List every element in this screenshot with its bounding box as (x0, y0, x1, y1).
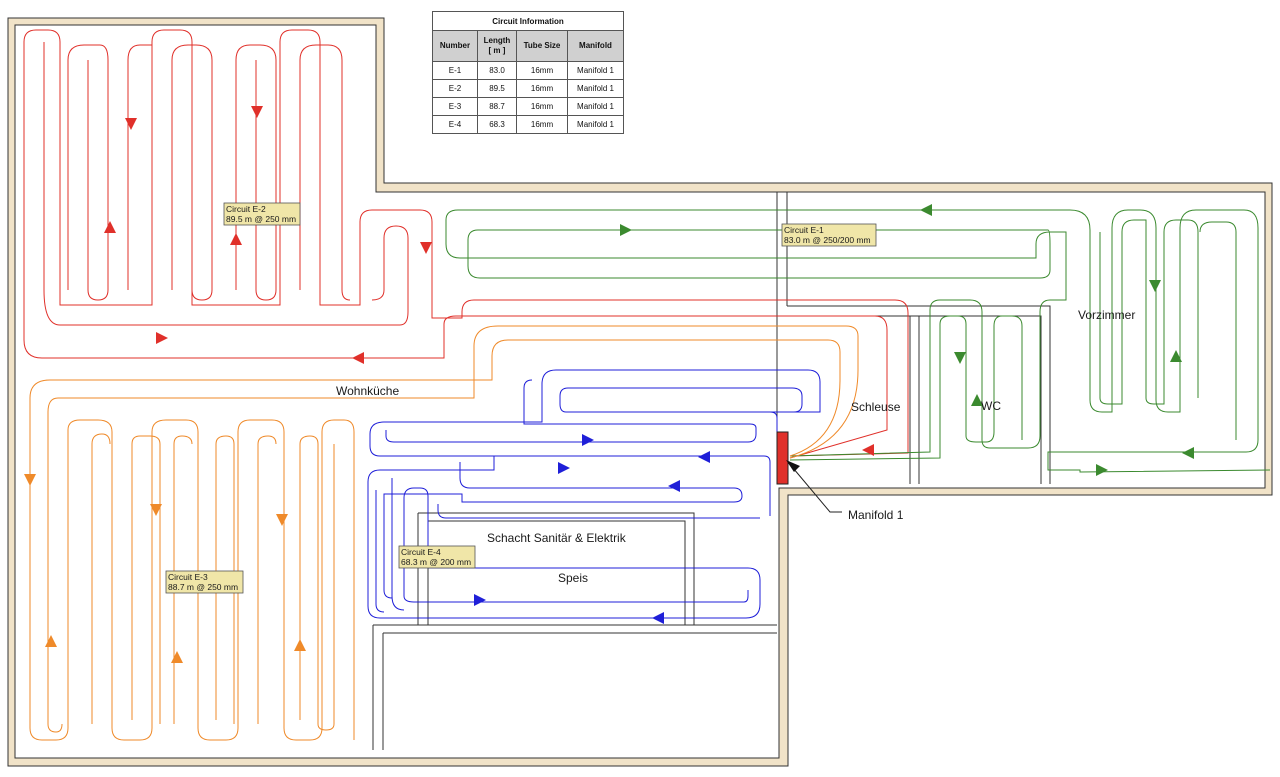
column-header-number: Number (432, 30, 478, 62)
manifold-leader-arrow (786, 460, 800, 472)
circuit-tag-e2: Circuit E-2 89.5 m @ 250 mm (223, 202, 301, 226)
room-label-wc: WC (981, 399, 1001, 413)
arrow-red (125, 118, 137, 130)
table-cell: 16mm (516, 97, 568, 116)
table-title-row: Circuit Information (432, 11, 624, 31)
arrow-green (1149, 280, 1161, 292)
table-cell: E-1 (432, 61, 478, 80)
table-cell: E-4 (432, 115, 478, 134)
arrow-orange (150, 504, 162, 516)
table-cell: 68.3 (477, 115, 517, 134)
svg-text:88.7 m @ 250 mm: 88.7 m @ 250 mm (168, 582, 238, 592)
circuit-tag-e4: Circuit E-4 68.3 m @ 200 mm (398, 545, 476, 569)
arrow-blue (652, 612, 664, 624)
table-row: E-4 68.3 16mm Manifold 1 (432, 115, 624, 134)
arrow-orange (294, 639, 306, 651)
table-cell: 89.5 (477, 79, 517, 98)
column-header-manifold: Manifold (567, 30, 624, 62)
svg-text:Circuit E-4: Circuit E-4 (401, 547, 441, 557)
arrow-red (420, 242, 432, 254)
arrow-red (104, 221, 116, 233)
arrow-green (920, 204, 932, 216)
arrow-red (156, 332, 168, 344)
table-cell: Manifold 1 (567, 79, 624, 98)
circuit-info-table: Circuit Information Number Length [ m ] … (432, 11, 624, 134)
room-label-schacht: Schacht Sanitär & Elektrik (487, 531, 627, 545)
arrow-red (862, 444, 874, 456)
arrow-green (1182, 447, 1194, 459)
arrow-orange (276, 514, 288, 526)
svg-text:89.5 m @ 250 mm: 89.5 m @ 250 mm (226, 214, 296, 224)
arrow-green (620, 224, 632, 236)
column-header-tube-size: Tube Size (516, 30, 568, 62)
flow-arrows (24, 106, 1194, 663)
circuit-e4-pipe (367, 369, 821, 619)
table-cell: Manifold 1 (567, 97, 624, 116)
room-label-speis: Speis (558, 571, 588, 585)
table-row: E-3 88.7 16mm Manifold 1 (432, 97, 624, 116)
arrow-blue (474, 594, 486, 606)
circuit-e1-pipe (445, 209, 1271, 473)
arrow-blue (558, 462, 570, 474)
svg-text:68.3 m @ 200 mm: 68.3 m @ 200 mm (401, 557, 471, 567)
arrow-red (352, 352, 364, 364)
arrow-red (230, 233, 242, 245)
room-label-schleuse: Schleuse (851, 400, 901, 414)
table-cell: 88.7 (477, 97, 517, 116)
manifold-label: Manifold 1 (848, 508, 904, 522)
manifold-leader-line (787, 461, 842, 513)
table-cell: 16mm (516, 61, 568, 80)
table-row: E-1 83.0 16mm Manifold 1 (432, 61, 624, 80)
interior-walls (372, 192, 1051, 750)
svg-text:Circuit E-3: Circuit E-3 (168, 572, 208, 582)
circuit-e2-pipe (23, 29, 909, 459)
table-cell: 16mm (516, 115, 568, 134)
table-cell: Manifold 1 (567, 115, 624, 134)
svg-text:Circuit E-1: Circuit E-1 (784, 225, 824, 235)
column-header-length: Length [ m ] (477, 30, 517, 62)
circuit-tag-e3: Circuit E-3 88.7 m @ 250 mm (165, 570, 244, 594)
outer-wall (7, 17, 1273, 767)
circuit-tag-e1: Circuit E-1 83.0 m @ 250/200 mm (781, 223, 877, 247)
table-cell: 16mm (516, 79, 568, 98)
arrow-blue (668, 480, 680, 492)
table-cell: E-2 (432, 79, 478, 98)
arrow-orange (171, 651, 183, 663)
arrow-red (251, 106, 263, 118)
arrow-green (1170, 350, 1182, 362)
table-cell: Manifold 1 (567, 61, 624, 80)
table-cell: E-3 (432, 97, 478, 116)
svg-text:Circuit E-2: Circuit E-2 (226, 204, 266, 214)
arrow-blue (582, 434, 594, 446)
manifold-box (776, 431, 789, 485)
arrow-green (1096, 464, 1108, 476)
arrow-blue (698, 451, 710, 463)
table-header-row: Number Length [ m ] Tube Size Manifold (432, 30, 624, 62)
svg-text:83.0 m @ 250/200 mm: 83.0 m @ 250/200 mm (784, 235, 871, 245)
room-label-wohnkueche: Wohnküche (336, 384, 399, 398)
arrow-orange (24, 474, 36, 486)
table-title: Circuit Information (432, 11, 624, 31)
arrow-green (971, 394, 983, 406)
circuit-e3-pipe (29, 325, 859, 741)
arrow-orange (45, 635, 57, 647)
room-label-vorzimmer: Vorzimmer (1078, 308, 1135, 322)
table-row: E-2 89.5 16mm Manifold 1 (432, 79, 624, 98)
table-cell: 83.0 (477, 61, 517, 80)
arrow-green (954, 352, 966, 364)
